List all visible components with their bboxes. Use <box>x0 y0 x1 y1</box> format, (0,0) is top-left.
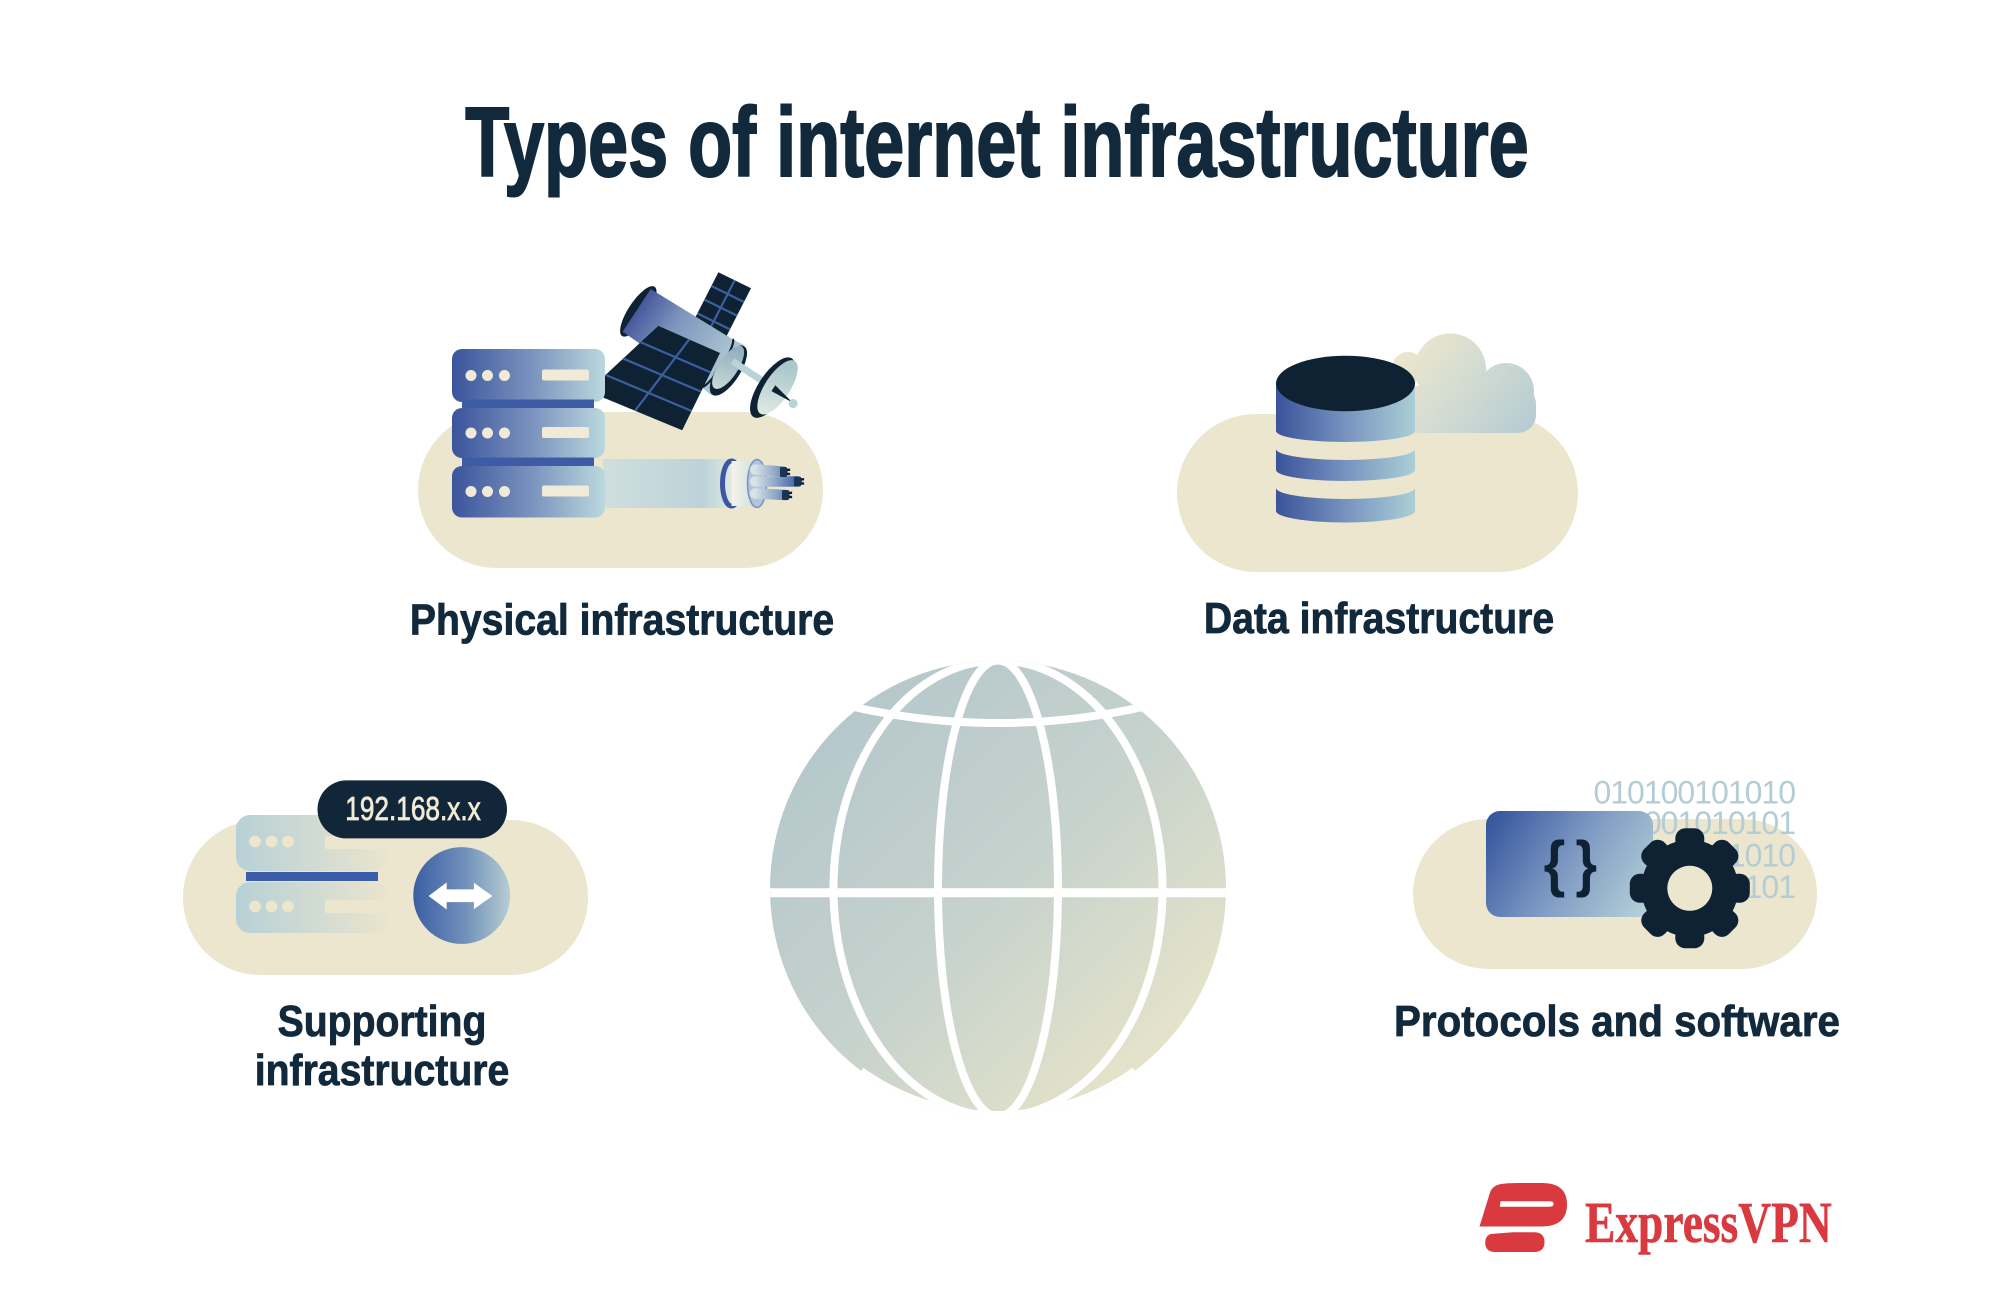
svg-text:infrastructure: infrastructure <box>255 1045 510 1095</box>
svg-text:Types of internet infrastructu: Types of internet infrastructure <box>465 88 1528 198</box>
svg-text:Supporting: Supporting <box>278 996 487 1046</box>
svg-text:192.168.x.x: 192.168.x.x <box>345 791 480 828</box>
svg-text:001010101: 001010101 <box>1644 805 1795 841</box>
svg-text:Protocols and software: Protocols and software <box>1394 996 1840 1045</box>
svg-text:Data infrastructure: Data infrastructure <box>1204 593 1554 643</box>
svg-text:ExpressVPN: ExpressVPN <box>1585 1191 1832 1256</box>
svg-text:Physical infrastructure: Physical infrastructure <box>410 594 834 644</box>
svg-text:{ }: { } <box>1544 830 1598 898</box>
svg-text:010100101010: 010100101010 <box>1593 775 1795 811</box>
